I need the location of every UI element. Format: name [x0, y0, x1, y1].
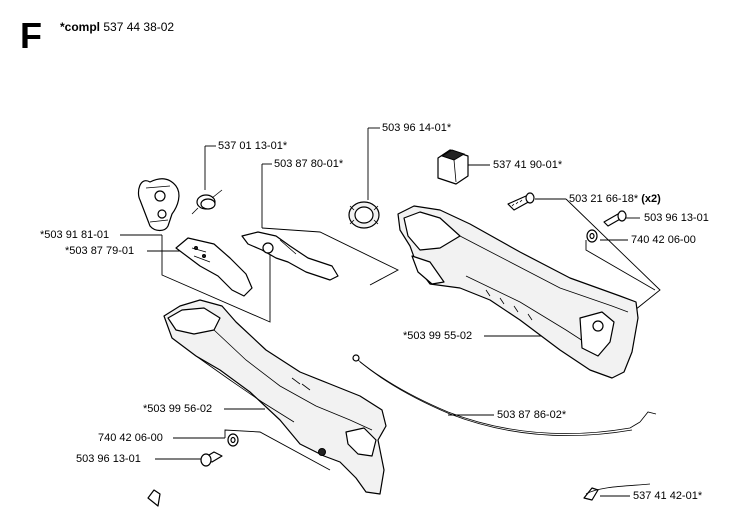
- partial-part-bottom-left: [147, 489, 161, 507]
- part-quantity: (x2): [641, 193, 661, 205]
- cable-bottom-part: [583, 483, 651, 501]
- part-label-503995602: *503 99 56-02: [143, 403, 213, 415]
- part-label-537414201: 537 41 42-01*: [633, 490, 703, 502]
- frame-left-top: [161, 235, 271, 323]
- handle-left-half-part: [163, 299, 387, 495]
- part-label-503878602: 503 87 86-02*: [497, 409, 567, 421]
- screw-right-part: [603, 210, 627, 227]
- assembly-note: *compl 537 44 38-02: [60, 20, 174, 34]
- part-label-503877901: *503 87 79-01: [65, 245, 135, 257]
- part-label-740420600-bottom: 740 42 06-00: [98, 432, 163, 444]
- clamp-bracket-part: [137, 178, 180, 232]
- part-label-503878001: 503 87 80-01*: [274, 158, 344, 170]
- leader-lines: [120, 127, 661, 497]
- part-label-503216618: 503 21 66-18* (x2): [569, 193, 661, 206]
- part-label-537011301: 537 01 13-01*: [218, 140, 288, 152]
- frame-bottom: [224, 429, 331, 471]
- part-label-503961301-top: 503 96 13-01: [644, 212, 709, 224]
- screw-top-part: [507, 192, 535, 211]
- washer-bottom-part: [227, 433, 239, 447]
- part-label-537419001: 537 41 90-01*: [493, 159, 563, 171]
- washer-right-part: [586, 229, 598, 243]
- part-number: 503 21 66-18*: [569, 193, 639, 205]
- frame-middle: [261, 227, 399, 286]
- switch-part: [437, 149, 469, 185]
- frame-right-washer: [585, 240, 656, 291]
- screw-bottom-part: [200, 451, 223, 467]
- throttle-cable-part: [352, 354, 657, 436]
- part-label-740420600-top: 740 42 06-00: [631, 234, 696, 246]
- part-label-503961401: 503 96 14-01*: [382, 122, 452, 134]
- lever-part: [175, 237, 253, 297]
- spring-part: [191, 189, 223, 215]
- ring-part: [348, 201, 380, 229]
- trigger-part: [241, 231, 339, 281]
- part-label-503918101: *503 91 81-01: [40, 229, 110, 241]
- part-label-503995502: *503 99 55-02: [403, 330, 473, 342]
- part-label-503961301-bottom: 503 96 13-01: [76, 453, 141, 465]
- compl-number: 537 44 38-02: [103, 20, 175, 34]
- compl-prefix: *compl: [60, 20, 101, 34]
- section-letter: F: [20, 15, 42, 56]
- handle-right-half-part: [397, 205, 639, 379]
